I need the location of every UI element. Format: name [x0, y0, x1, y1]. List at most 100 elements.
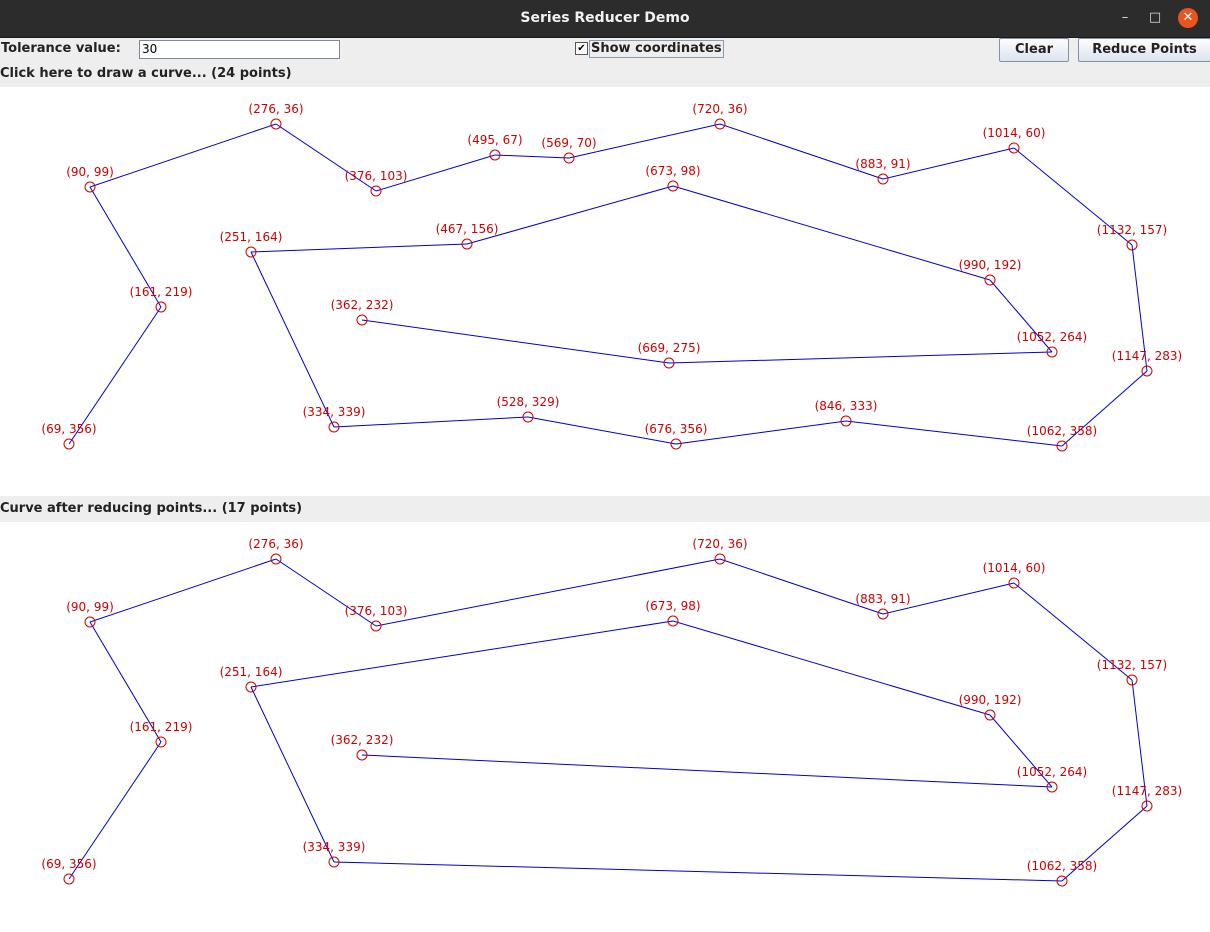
clear-button[interactable]: Clear [999, 38, 1069, 62]
reduced-point-marker [877, 608, 889, 620]
title-bar: Series Reducer Demo – □ ✕ [0, 0, 1210, 38]
reduced-segment [333, 861, 1063, 882]
original-segment [333, 416, 529, 428]
original-segment [1061, 370, 1148, 447]
reduced-segment [89, 558, 277, 623]
reduced-point-marker [370, 620, 382, 632]
reduced-segment [275, 558, 377, 627]
original-segment [568, 123, 721, 159]
original-point-marker [1008, 142, 1020, 154]
original-segment [882, 147, 1015, 180]
reduced-coordinate-label: (334, 339) [303, 840, 366, 854]
reduced-segment [250, 686, 335, 863]
reduced-segment [1131, 679, 1148, 807]
reduced-coordinate-label: (720, 36) [692, 537, 747, 551]
reduced-point-marker [155, 736, 167, 748]
original-segment [89, 186, 162, 308]
original-coordinate-label: (676, 356) [645, 422, 708, 436]
reduced-coordinate-label: (90, 99) [66, 600, 114, 614]
original-point-marker [1141, 365, 1153, 377]
original-segment [361, 319, 670, 364]
reduced-point-marker [1141, 800, 1153, 812]
reduced-point-marker [667, 615, 679, 627]
original-coordinate-label: (720, 36) [692, 102, 747, 116]
original-coordinate-label: (495, 67) [467, 133, 522, 147]
original-curve-plot[interactable]: (69, 356)(161, 219)(90, 99)(276, 36)(376… [0, 87, 1210, 496]
original-segment [672, 185, 991, 281]
original-coordinate-label: (376, 103) [345, 169, 408, 183]
original-segment [668, 351, 1053, 364]
original-curve-label: Click here to draw a curve... (24 points… [0, 66, 292, 81]
original-coordinate-label: (1062, 358) [1027, 424, 1097, 438]
original-point-marker [370, 185, 382, 197]
original-segment [719, 123, 884, 180]
reduced-segment [68, 741, 162, 880]
reduced-coordinate-label: (883, 91) [855, 592, 910, 606]
original-coordinate-label: (467, 156) [436, 222, 499, 236]
maximize-icon[interactable]: □ [1148, 10, 1162, 25]
reduced-coordinate-label: (276, 36) [248, 537, 303, 551]
reduce-points-button[interactable]: Reduce Points [1078, 38, 1210, 62]
original-point-marker [1056, 440, 1068, 452]
reduced-point-marker [1056, 875, 1068, 887]
original-segment [845, 420, 1063, 447]
original-point-marker [563, 152, 575, 164]
close-icon[interactable]: ✕ [1178, 8, 1198, 28]
original-segment [527, 416, 677, 445]
original-segment [250, 251, 335, 428]
original-point-marker [663, 357, 675, 369]
reduced-segment [361, 754, 1053, 788]
original-point-marker [984, 274, 996, 286]
reduced-segment [989, 714, 1053, 788]
original-segment [494, 154, 570, 159]
original-segment [675, 420, 847, 445]
original-segment [989, 279, 1053, 353]
original-coordinate-label: (528, 329) [497, 395, 560, 409]
reduced-coordinate-label: (251, 164) [220, 665, 283, 679]
show-coordinates-label[interactable]: Show coordinates [589, 40, 724, 58]
reduced-segment [882, 582, 1015, 615]
original-point-marker [667, 180, 679, 192]
original-coordinate-label: (990, 192) [959, 258, 1022, 272]
original-segment [375, 154, 496, 192]
original-coordinate-label: (90, 99) [66, 165, 114, 179]
original-point-marker [522, 411, 534, 423]
original-coordinate-label: (362, 232) [331, 298, 394, 312]
reduced-point-marker [328, 856, 340, 868]
original-coordinate-label: (1014, 60) [983, 126, 1046, 140]
reduced-coordinate-label: (673, 98) [645, 599, 700, 613]
tolerance-input[interactable]: 30 [139, 40, 340, 59]
show-coordinates-checkbox[interactable]: ✔ [575, 42, 588, 55]
reduced-coordinate-label: (1014, 60) [983, 561, 1046, 575]
reduced-segment [672, 620, 991, 716]
reduced-point-marker [356, 749, 368, 761]
original-coordinate-label: (1052, 264) [1017, 330, 1087, 344]
reduced-coordinate-label: (1132, 157) [1097, 658, 1167, 672]
original-point-marker [245, 246, 257, 258]
original-segment [68, 306, 162, 445]
original-point-marker [328, 421, 340, 433]
original-coordinate-label: (1147, 283) [1112, 349, 1182, 363]
original-point-marker [356, 314, 368, 326]
original-point-marker [714, 118, 726, 130]
reduced-point-marker [1046, 781, 1058, 793]
reduced-curve-label: Curve after reducing points... (17 point… [0, 501, 303, 516]
original-coordinate-label: (846, 333) [815, 399, 878, 413]
reduced-segment [89, 621, 162, 743]
reduced-curve-plot: (69, 356)(161, 219)(90, 99)(276, 36)(376… [41, 537, 1182, 887]
original-curve-canvas[interactable]: (69, 356)(161, 219)(90, 99)(276, 36)(376… [0, 87, 1210, 496]
original-point-marker [63, 438, 75, 450]
original-point-marker [489, 149, 501, 161]
original-segment [1131, 244, 1148, 372]
original-segment [250, 243, 468, 253]
reduced-coordinate-label: (161, 219) [130, 720, 193, 734]
reduced-coordinate-label: (362, 232) [331, 733, 394, 747]
original-coordinate-label: (1132, 157) [1097, 223, 1167, 237]
original-point-marker [1126, 239, 1138, 251]
reduced-segment [250, 620, 674, 688]
minimize-icon[interactable]: – [1121, 10, 1129, 25]
reduced-point-marker [1126, 674, 1138, 686]
original-coordinate-label: (673, 98) [645, 164, 700, 178]
reduced-coordinate-label: (990, 192) [959, 693, 1022, 707]
original-coordinate-label: (251, 164) [220, 230, 283, 244]
